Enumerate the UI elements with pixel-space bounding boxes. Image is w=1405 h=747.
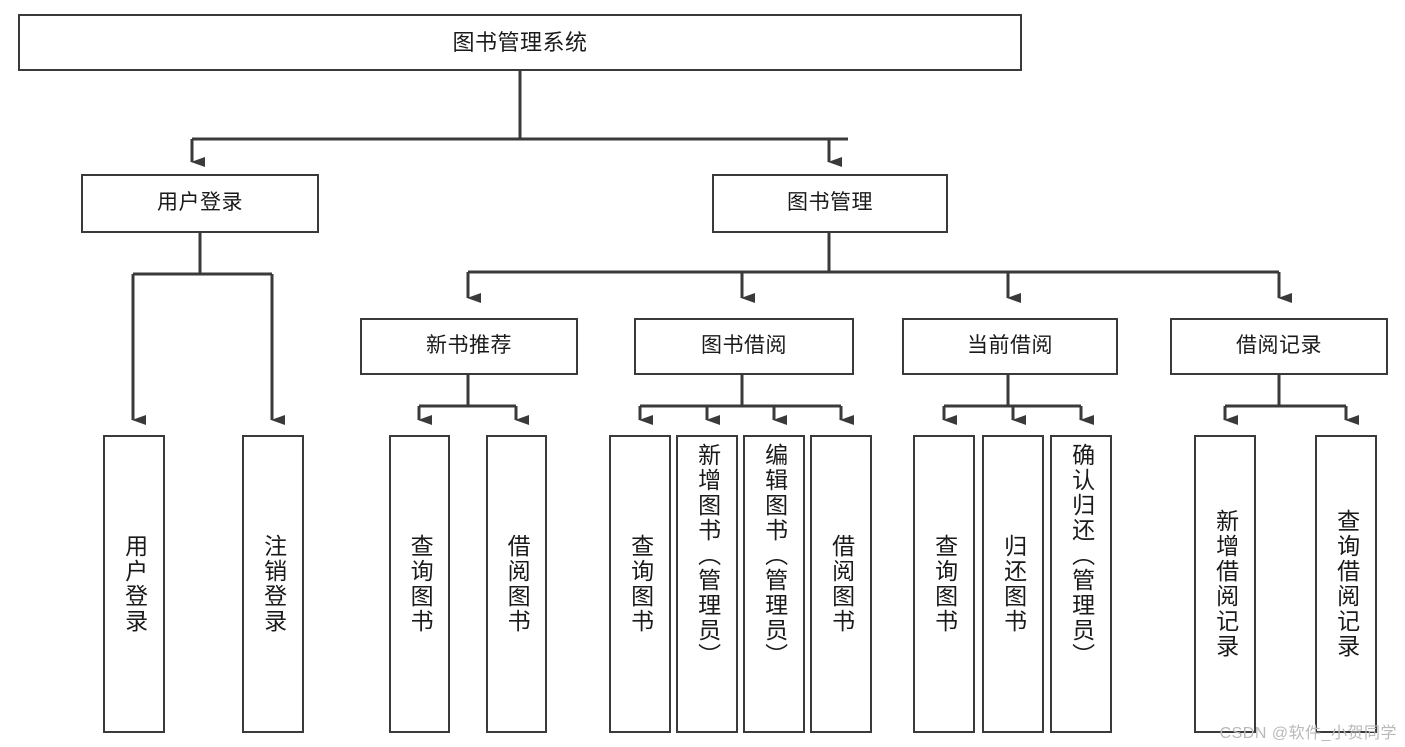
node-label: 用户登录 — [157, 191, 243, 215]
node-label: 借阅记录 — [1236, 334, 1322, 358]
leaf-borrow-book-new-rec[interactable]: 借阅图书 — [486, 435, 547, 733]
node-label: 归还图书 — [1000, 534, 1027, 634]
leaf-query-borrow-record[interactable]: 查询借阅记录 — [1315, 435, 1377, 733]
leaf-query-book-borrowing[interactable]: 查询图书 — [609, 435, 671, 733]
node-label: 查询图书 — [407, 534, 434, 634]
node-book-borrowing[interactable]: 图书借阅 — [634, 318, 854, 375]
node-current-borrowing[interactable]: 当前借阅 — [902, 318, 1118, 375]
leaf-query-book-current[interactable]: 查询图书 — [913, 435, 975, 733]
node-label: 编辑图书（管理员） — [761, 443, 788, 668]
leaf-add-book-admin[interactable]: 新增图书（管理员） — [676, 435, 738, 733]
node-label: 查询图书 — [627, 534, 654, 634]
node-label: 当前借阅 — [967, 334, 1053, 358]
leaf-return-book[interactable]: 归还图书 — [982, 435, 1044, 733]
node-new-book-recommendation[interactable]: 新书推荐 — [360, 318, 578, 375]
node-borrowing-record[interactable]: 借阅记录 — [1170, 318, 1388, 375]
node-book-management[interactable]: 图书管理 — [712, 174, 948, 233]
node-label: 借阅图书 — [828, 534, 855, 634]
node-label: 确认归还（管理员） — [1068, 443, 1095, 668]
node-label: 查询借阅记录 — [1333, 509, 1360, 659]
node-label: 新增借阅记录 — [1212, 509, 1239, 659]
csdn-watermark: CSDN @软件_小贺同学 — [1219, 725, 1397, 742]
node-label: 用户登录 — [121, 534, 148, 634]
node-user-login[interactable]: 用户登录 — [81, 174, 319, 233]
leaf-user-login[interactable]: 用户登录 — [103, 435, 165, 733]
leaf-borrow-book-borrowing[interactable]: 借阅图书 — [810, 435, 872, 733]
leaf-confirm-return-admin[interactable]: 确认归还（管理员） — [1050, 435, 1112, 733]
node-label: 注销登录 — [260, 534, 287, 634]
node-label: 借阅图书 — [504, 534, 531, 634]
node-label: 新增图书（管理员） — [694, 443, 721, 668]
leaf-logout-login[interactable]: 注销登录 — [242, 435, 304, 733]
node-label: 查询图书 — [931, 534, 958, 634]
node-label: 新书推荐 — [426, 334, 512, 358]
leaf-add-borrow-record[interactable]: 新增借阅记录 — [1194, 435, 1256, 733]
node-root-book-management-system[interactable]: 图书管理系统 — [18, 14, 1022, 71]
node-label: 图书管理 — [787, 191, 873, 215]
leaf-edit-book-admin[interactable]: 编辑图书（管理员） — [743, 435, 805, 733]
node-label: 图书借阅 — [701, 334, 787, 358]
node-label: 图书管理系统 — [452, 29, 588, 55]
leaf-query-book-new-rec[interactable]: 查询图书 — [389, 435, 450, 733]
